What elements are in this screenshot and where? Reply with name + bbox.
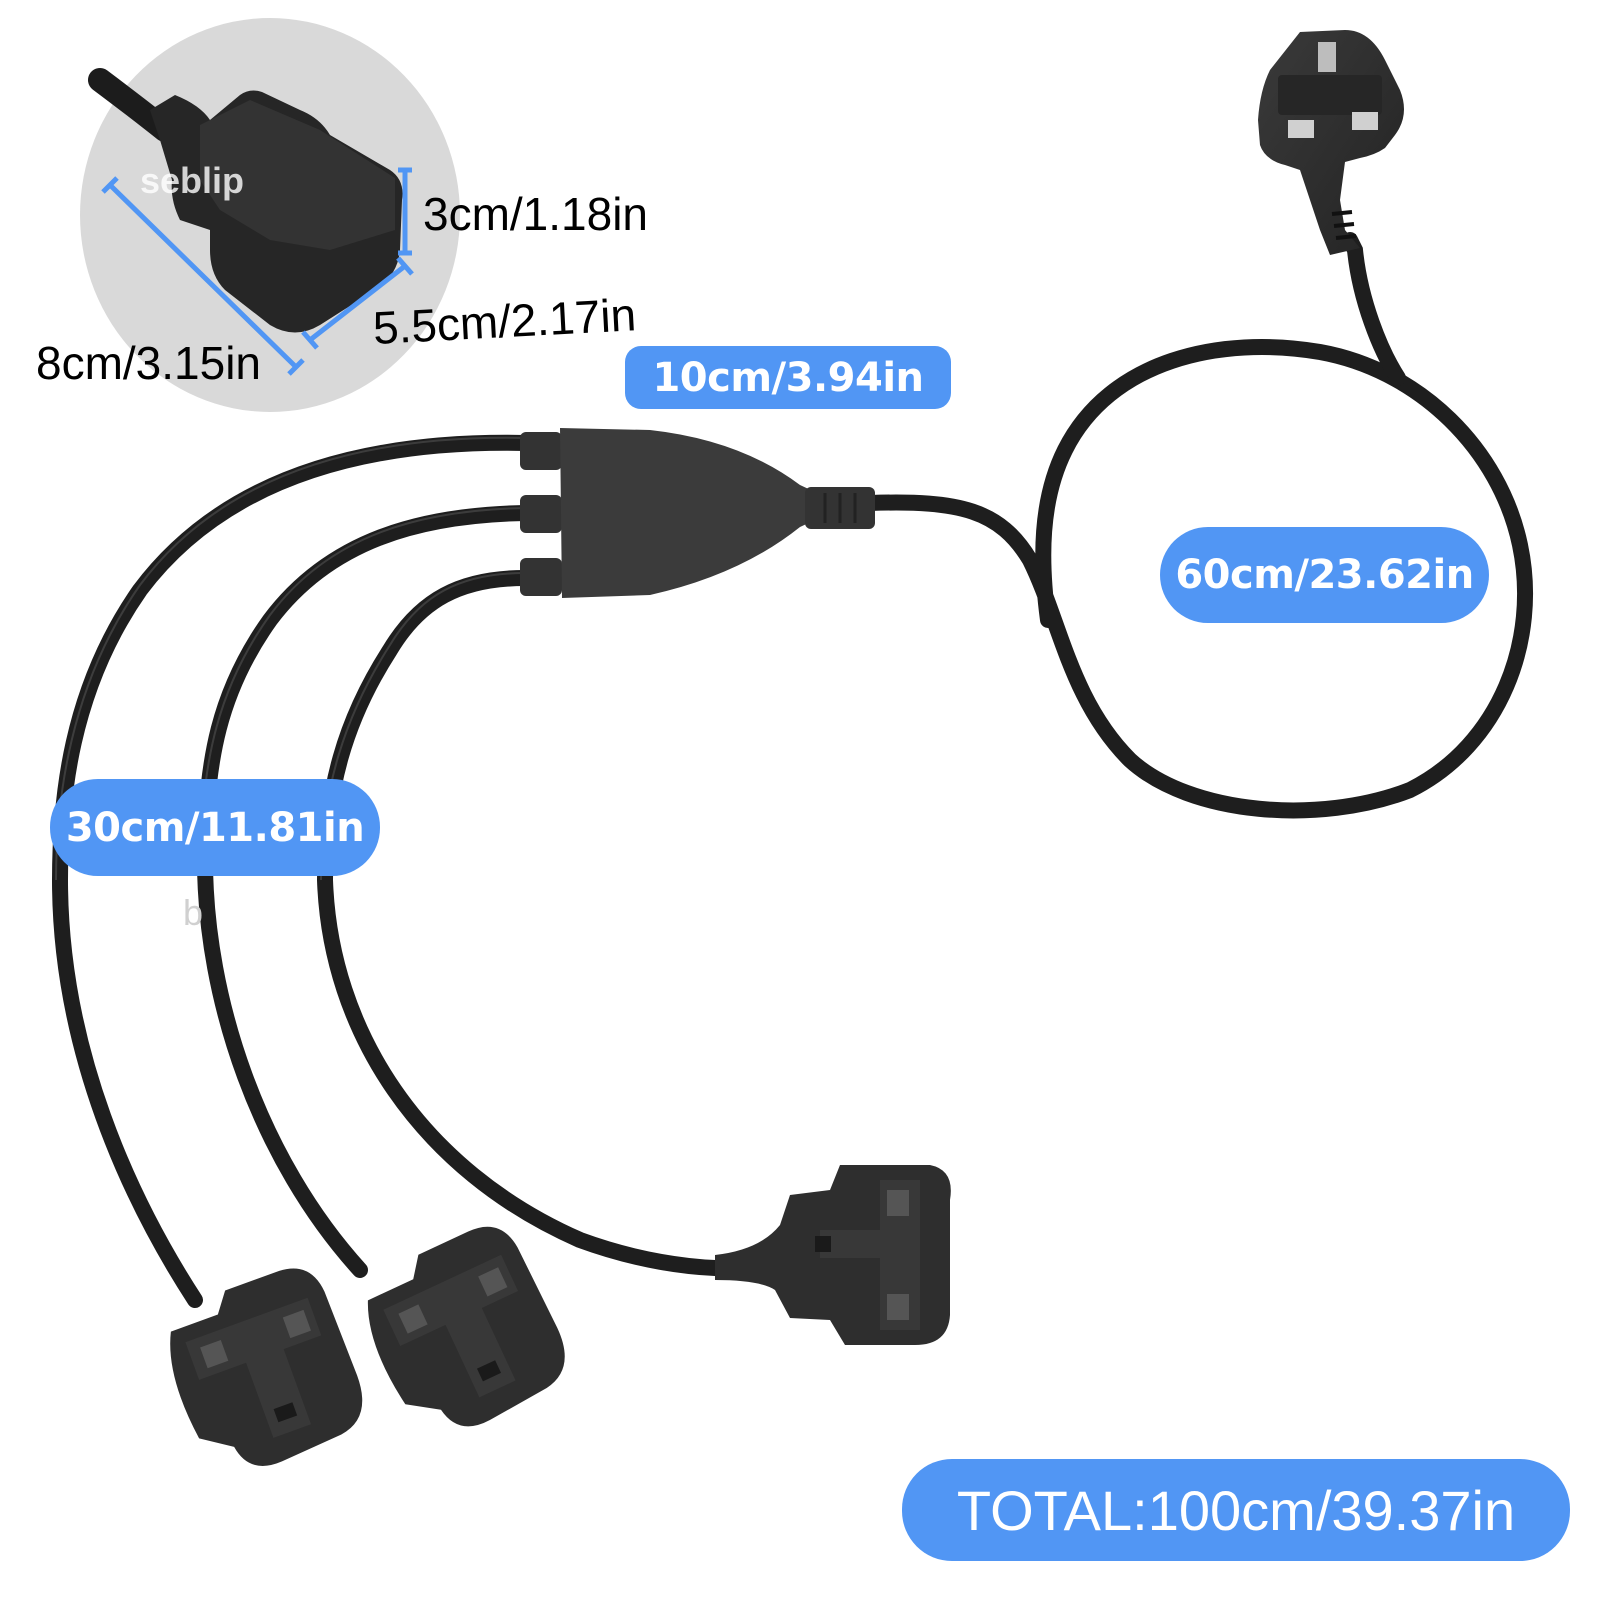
main-cable-length-badge: 60cm/23.62in	[1160, 527, 1489, 623]
socket-height-label: 3cm/1.18in	[423, 188, 649, 240]
splitter-length-badge: 10cm/3.94in	[625, 346, 951, 409]
uk-plug	[1258, 30, 1404, 255]
total-length-badge: TOTAL:100cm/39.37in	[902, 1459, 1570, 1561]
inset-detail	[80, 18, 460, 412]
dimension-lines	[101, 167, 414, 376]
uk-socket-1	[170, 1268, 363, 1466]
uk-socket-2	[367, 1226, 565, 1427]
main-cable	[862, 232, 1534, 819]
uk-socket-3	[715, 1165, 951, 1345]
socket-width-label: 5.5cm/2.17in	[371, 288, 638, 354]
splitter-hub	[520, 428, 875, 598]
branch-cable-length-badge: 30cm/11.81in	[50, 779, 380, 876]
branch-cables	[51, 434, 723, 1308]
watermark-fragment: b	[183, 892, 204, 933]
socket-length-label: 8cm/3.15in	[36, 337, 262, 389]
brand-watermark: seblip	[140, 160, 245, 201]
